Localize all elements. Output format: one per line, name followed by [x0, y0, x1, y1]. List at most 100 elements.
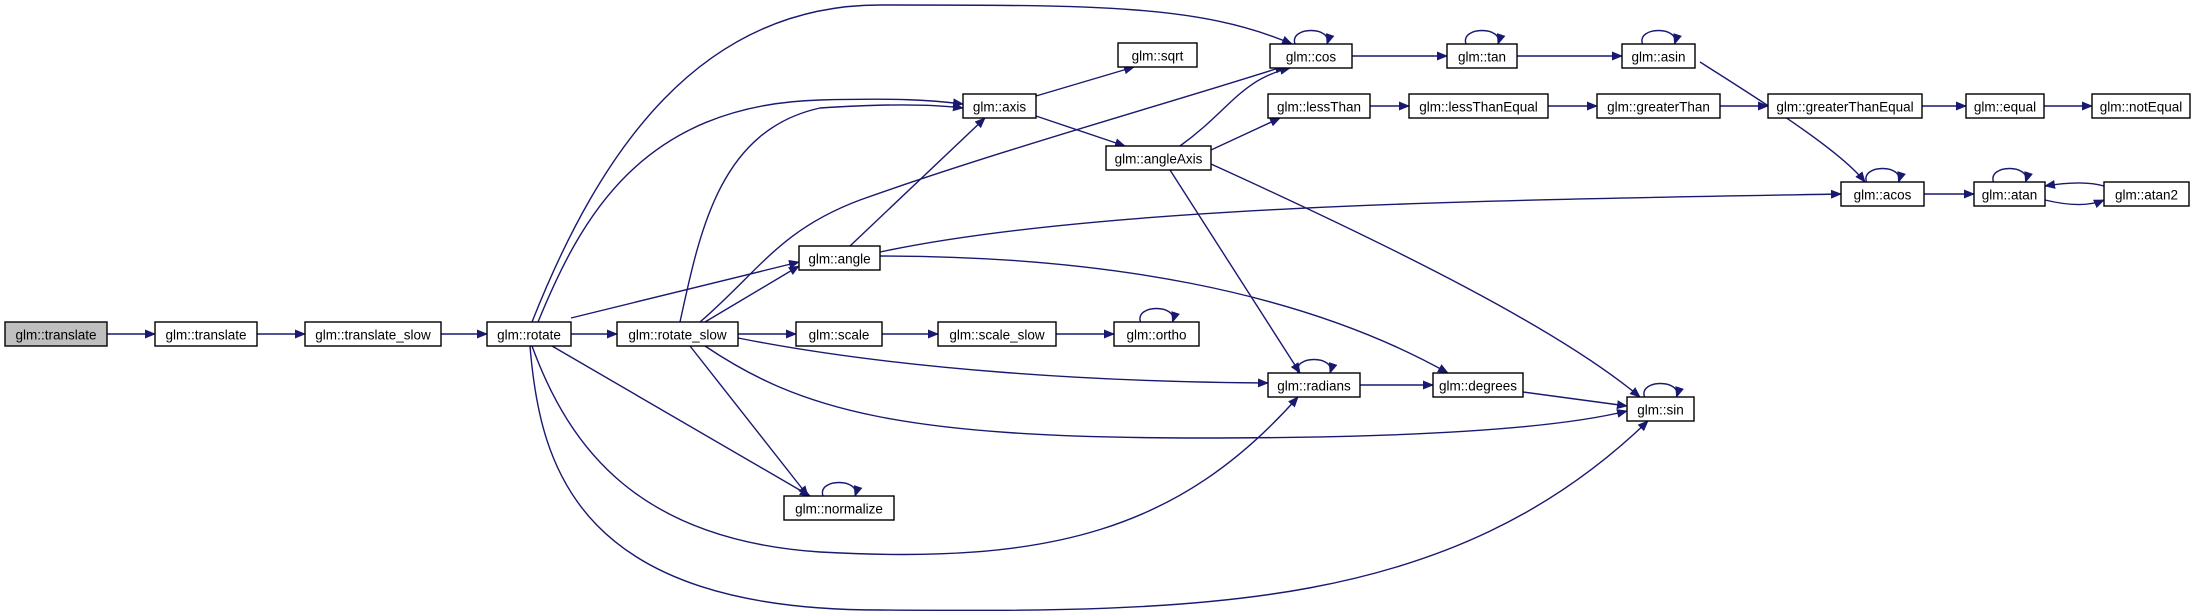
node-label: glm::normalize	[795, 502, 883, 517]
node-label: glm::translate_slow	[315, 328, 431, 343]
edge-angle-to-degrees	[879, 255, 1449, 374]
node-box	[1408, 93, 1549, 119]
node-angle[interactable]: glm::angle	[798, 245, 881, 271]
node-label: glm::translate	[165, 328, 246, 343]
node-rotate_slow[interactable]: glm::rotate_slow	[616, 321, 739, 347]
node-box	[616, 321, 739, 347]
edge-arrow	[1992, 167, 2033, 183]
node-label: glm::cos	[1286, 50, 1337, 65]
edge-angleAxis-to-radians	[1169, 169, 1301, 374]
edge-rotate-to-radians	[531, 345, 1299, 556]
node-asin[interactable]: glm::asin	[1621, 43, 1696, 69]
edge-arrow	[849, 117, 986, 247]
node-label: glm::sin	[1637, 403, 1684, 418]
node-box	[1973, 181, 2046, 207]
edge-sin-to-sin	[1643, 382, 1684, 398]
edge-angleAxis-to-sin	[1210, 163, 1641, 398]
node-box	[2091, 93, 2191, 119]
node-label: glm::notEqual	[2100, 100, 2183, 115]
edge-angle-to-acos	[879, 189, 1842, 253]
node-label: glm::scale_slow	[949, 328, 1045, 343]
node-label: glm::atan	[1982, 188, 2038, 203]
edge-arrow	[551, 345, 811, 497]
node-label: glm::degrees	[1439, 379, 1517, 394]
node-label: glm::acos	[1854, 188, 1912, 203]
node-lessThanEqual[interactable]: glm::lessThanEqual	[1408, 93, 1549, 119]
node-sin[interactable]: glm::sin	[1626, 396, 1695, 422]
edge-degrees-to-sin	[1522, 391, 1628, 410]
node-label: glm::tan	[1458, 50, 1506, 65]
node-box	[1267, 93, 1371, 119]
node-rotate[interactable]: glm::rotate	[486, 321, 572, 347]
node-normalize[interactable]: glm::normalize	[783, 495, 895, 521]
edge-arrow	[1210, 163, 1641, 398]
node-scale_slow[interactable]: glm::scale_slow	[937, 321, 1057, 347]
node-box	[1117, 42, 1198, 68]
node-label: glm::ortho	[1126, 328, 1186, 343]
node-translate[interactable]: glm::translate	[154, 321, 258, 347]
node-equal[interactable]: glm::equal	[1965, 93, 2045, 119]
node-angleAxis[interactable]: glm::angleAxis	[1105, 145, 1212, 171]
node-root_translate[interactable]: glm::translate	[4, 321, 108, 347]
node-label: glm::angle	[808, 252, 870, 267]
edge-arrow	[679, 102, 964, 323]
edge-arrow	[704, 345, 1628, 439]
edge-arrow	[1169, 169, 1301, 374]
node-acos[interactable]: glm::acos	[1840, 181, 1925, 207]
edge-arrow	[2044, 199, 2105, 209]
edge-cos-to-cos	[1293, 29, 1335, 45]
edge-arrow	[1035, 115, 1126, 148]
edges-layer	[107, 4, 2105, 612]
edge-arrow	[1464, 29, 1506, 45]
node-box	[1840, 181, 1925, 207]
node-box	[798, 245, 881, 271]
edge-arrow	[1293, 29, 1335, 45]
node-label: glm::lessThanEqual	[1419, 100, 1538, 115]
node-box	[1432, 372, 1524, 398]
node-cos[interactable]: glm::cos	[1269, 43, 1353, 69]
node-notEqual[interactable]: glm::notEqual	[2091, 93, 2191, 119]
node-radians[interactable]: glm::radians	[1267, 372, 1361, 398]
node-box	[486, 321, 572, 347]
node-scale[interactable]: glm::scale	[795, 321, 883, 347]
node-sqrt[interactable]: glm::sqrt	[1117, 42, 1198, 68]
node-atan[interactable]: glm::atan	[1973, 181, 2046, 207]
node-lessThan[interactable]: glm::lessThan	[1267, 93, 1371, 119]
edge-rotate-to-normalize	[551, 345, 811, 497]
edge-arrow	[531, 4, 1293, 323]
edge-tan-to-tan	[1464, 29, 1506, 45]
edge-arrow	[879, 255, 1449, 374]
node-atan2[interactable]: glm::atan2	[2103, 181, 2190, 207]
edge-rotate-to-angle	[570, 260, 800, 319]
node-label: glm::scale	[809, 328, 870, 343]
node-degrees[interactable]: glm::degrees	[1432, 372, 1524, 398]
node-axis[interactable]: glm::axis	[962, 93, 1037, 119]
node-box	[154, 321, 258, 347]
node-box	[1105, 145, 1212, 171]
node-box	[783, 495, 895, 521]
edge-arrow	[1139, 307, 1180, 323]
edge-axis-to-sqrt	[1035, 65, 1135, 97]
edge-arrow	[529, 345, 1649, 612]
edge-angleAxis-to-lessThan	[1210, 117, 1281, 151]
node-tan[interactable]: glm::tan	[1446, 43, 1518, 69]
edge-arrow	[689, 345, 809, 497]
edge-arrow	[704, 265, 800, 323]
edge-radians-to-radians	[1296, 358, 1338, 374]
node-greaterThan[interactable]: glm::greaterThan	[1596, 93, 1721, 119]
node-label: glm::radians	[1277, 379, 1351, 394]
node-box	[962, 93, 1037, 119]
edge-arrow	[1179, 65, 1291, 147]
edge-arrow	[570, 260, 800, 319]
node-ortho[interactable]: glm::ortho	[1113, 321, 1200, 347]
node-box	[304, 321, 442, 347]
node-box	[937, 321, 1057, 347]
node-box	[1767, 93, 1923, 119]
edge-rotate_slow-to-cos	[699, 64, 1286, 323]
edge-arrow	[1641, 29, 1682, 45]
node-translate_slow[interactable]: glm::translate_slow	[304, 321, 442, 347]
edge-rotate-to-axis	[537, 98, 964, 323]
node-box	[1446, 43, 1518, 69]
node-greaterThanEqual[interactable]: glm::greaterThanEqual	[1767, 93, 1923, 119]
